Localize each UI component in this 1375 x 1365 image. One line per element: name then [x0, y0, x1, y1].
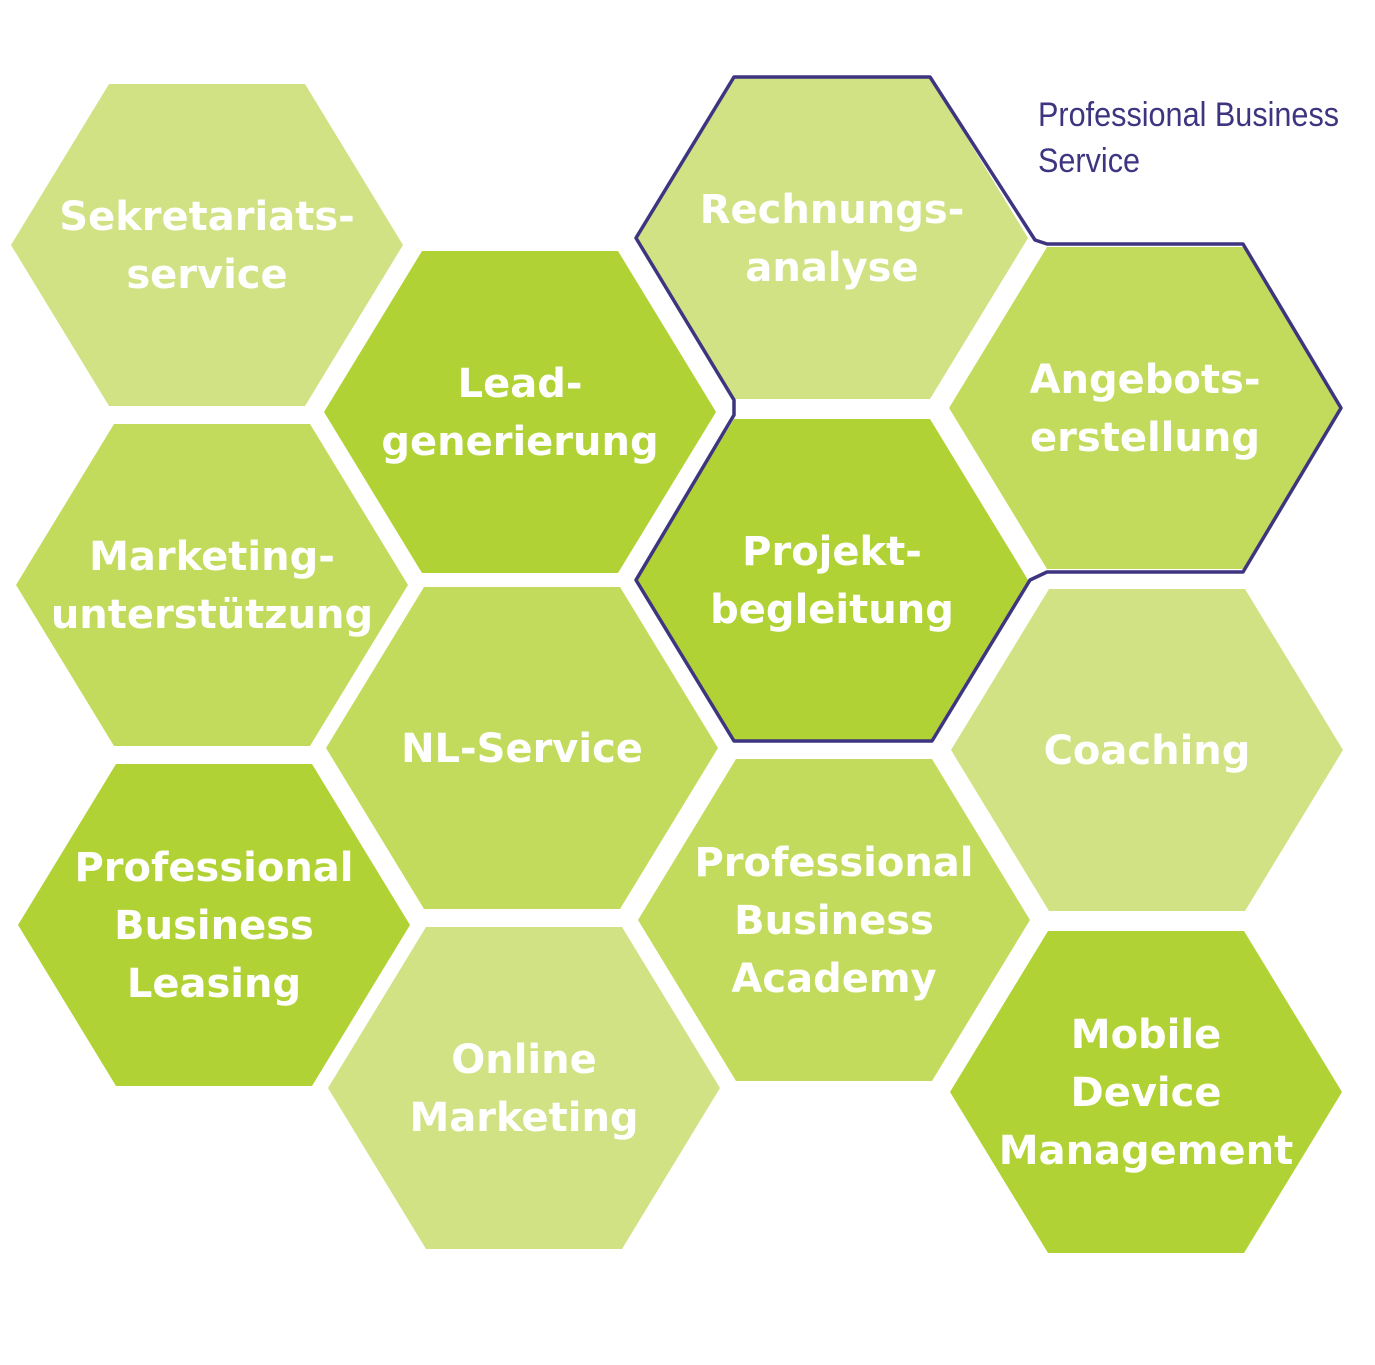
hexagon-label: Rechnungs- — [700, 187, 965, 233]
hexagon-shape — [636, 419, 1028, 741]
hexagon-label: Academy — [731, 956, 936, 1002]
hexagon-shape — [324, 251, 716, 573]
hexagon-label: begleitung — [710, 587, 954, 633]
hexagon-label: NL-Service — [401, 726, 643, 772]
hexagon-label: analyse — [745, 245, 918, 291]
hexagon-shape — [636, 77, 1028, 399]
hexagon-label: Online — [451, 1037, 597, 1083]
hexagon-coaching: Coaching — [951, 589, 1343, 911]
group-label-line-2: Service — [1038, 142, 1141, 180]
group-label-line-1: Professional Business — [1038, 96, 1340, 134]
hexagon-leadgenerierung: Lead-generierung — [324, 251, 716, 573]
group-outline — [634, 75, 1343, 743]
hexagon-shape — [18, 764, 410, 1086]
hexagon-label: Business — [114, 903, 314, 949]
hexagon-label: generierung — [381, 419, 658, 465]
hexagon-shape — [950, 931, 1342, 1253]
hexagon-label: Business — [734, 898, 934, 944]
hexagon-label: Angebots- — [1030, 357, 1261, 403]
hexagon-shape — [951, 589, 1343, 911]
hexagon-projektbegleitung: Projekt-begleitung — [636, 419, 1028, 741]
hexagon-label: Sekretariats- — [59, 194, 354, 240]
hexagon-sekretariatsservice: Sekretariats-service — [11, 84, 403, 406]
hexagon-label: Management — [999, 1128, 1293, 1174]
hexagon-label: Marketing — [409, 1095, 638, 1141]
hexagon-label: Professional — [694, 840, 973, 886]
hexagon-angebotserstellung: Angebots-erstellung — [949, 247, 1341, 569]
hexagon-label: Lead- — [458, 361, 583, 407]
group-label: Professional Business Service — [1038, 92, 1339, 184]
hexagon-rechnungsanalyse: Rechnungs-analyse — [636, 77, 1028, 399]
hexagon-label: Leasing — [127, 961, 301, 1007]
hexagon-label: Mobile — [1071, 1012, 1221, 1058]
hexagon-label: Device — [1071, 1070, 1222, 1116]
hexagon-label: Projekt- — [742, 529, 922, 575]
hexagon-nl-service: NL-Service — [326, 587, 718, 909]
hexagon-label: Coaching — [1044, 728, 1251, 774]
hexagon-shape — [328, 927, 720, 1249]
hexagon-shape — [16, 424, 408, 746]
hexagon-shape — [11, 84, 403, 406]
hexagon-label: service — [126, 252, 287, 298]
hexagon-shape — [949, 247, 1341, 569]
hexagon-shape — [326, 587, 718, 909]
hexagon-label: unterstützung — [51, 592, 373, 638]
hexagon-marketingunterstuetzung: Marketing-unterstützung — [16, 424, 408, 746]
hexagon-label: erstellung — [1030, 415, 1260, 461]
hexagon-label: Professional — [74, 845, 353, 891]
hexagon-shape — [638, 759, 1030, 1081]
hexagon-label: Marketing- — [89, 534, 335, 580]
